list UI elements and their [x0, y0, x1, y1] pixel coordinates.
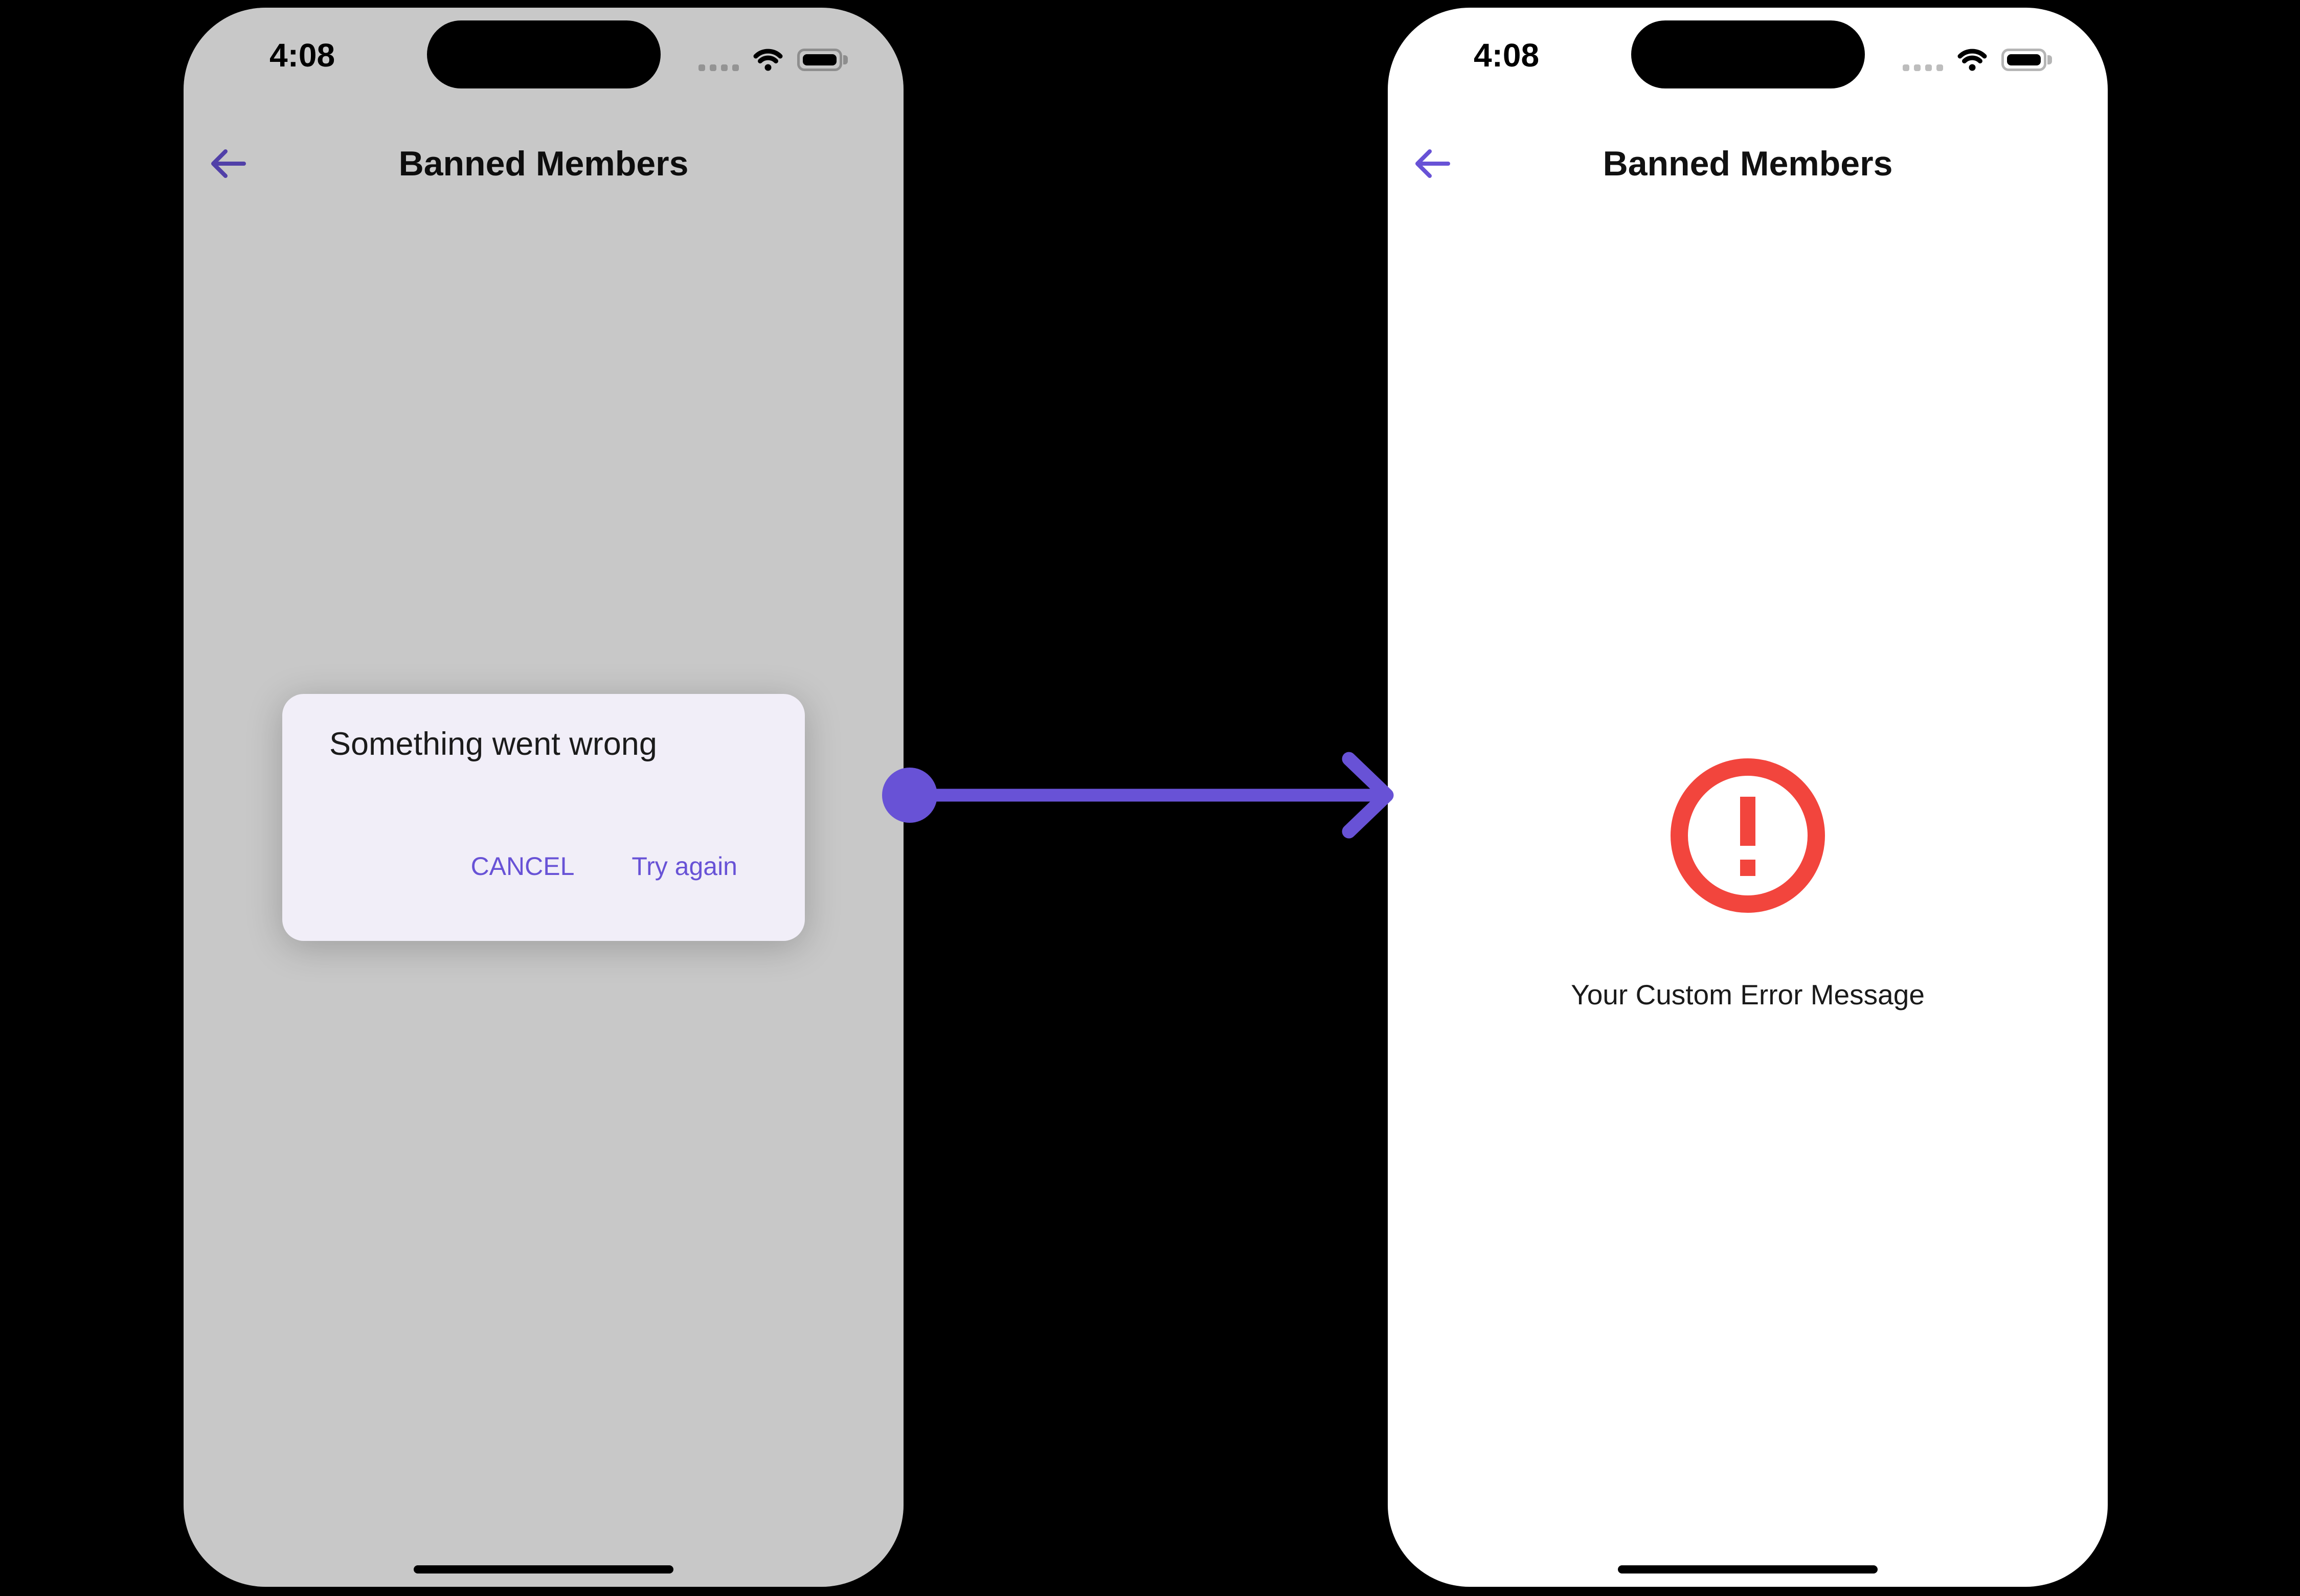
dialog-actions: CANCEL Try again — [471, 851, 737, 881]
wifi-icon — [1957, 49, 1987, 71]
cellular-signal-icon — [1903, 64, 1943, 71]
left-phone-screen: 4:08 Banned Members Something went wrong — [184, 8, 904, 1587]
battery-icon — [797, 49, 848, 71]
back-button[interactable] — [208, 146, 247, 181]
home-indicator[interactable] — [414, 1565, 673, 1573]
dynamic-island — [1631, 20, 1865, 88]
wifi-icon — [753, 49, 783, 71]
cellular-signal-icon — [698, 64, 739, 71]
cancel-button[interactable]: CANCEL — [470, 852, 575, 881]
page-title: Banned Members — [1603, 144, 1893, 183]
try-again-button[interactable]: Try again — [632, 852, 737, 881]
back-button[interactable] — [1412, 146, 1451, 181]
back-arrow-icon — [211, 149, 246, 178]
nav-bar: Banned Members — [184, 105, 904, 222]
status-icons — [698, 48, 849, 72]
status-icons — [1903, 48, 2053, 72]
status-bar: 4:08 — [184, 8, 904, 102]
dialog-title: Something went wrong — [329, 726, 657, 762]
nav-bar: Banned Members — [1388, 105, 2108, 222]
arrow-head — [1342, 752, 1394, 839]
status-bar: 4:08 — [1388, 8, 2108, 102]
error-state: Your Custom Error Message — [1388, 758, 2108, 1011]
right-phone-screen: 4:08 Banned Members — [1388, 8, 2108, 1587]
status-time: 4:08 — [269, 37, 335, 74]
error-message: Your Custom Error Message — [1571, 979, 1925, 1010]
home-indicator[interactable] — [1618, 1565, 1878, 1573]
status-time: 4:08 — [1474, 37, 1540, 74]
flow-arrow — [882, 752, 1394, 839]
back-arrow-icon — [1415, 149, 1450, 178]
page-title: Banned Members — [398, 144, 689, 183]
error-exclamation-circle-icon — [1671, 758, 1825, 913]
dynamic-island — [427, 20, 661, 88]
battery-icon — [2001, 49, 2052, 71]
alert-dialog: Something went wrong CANCEL Try again — [282, 694, 805, 941]
